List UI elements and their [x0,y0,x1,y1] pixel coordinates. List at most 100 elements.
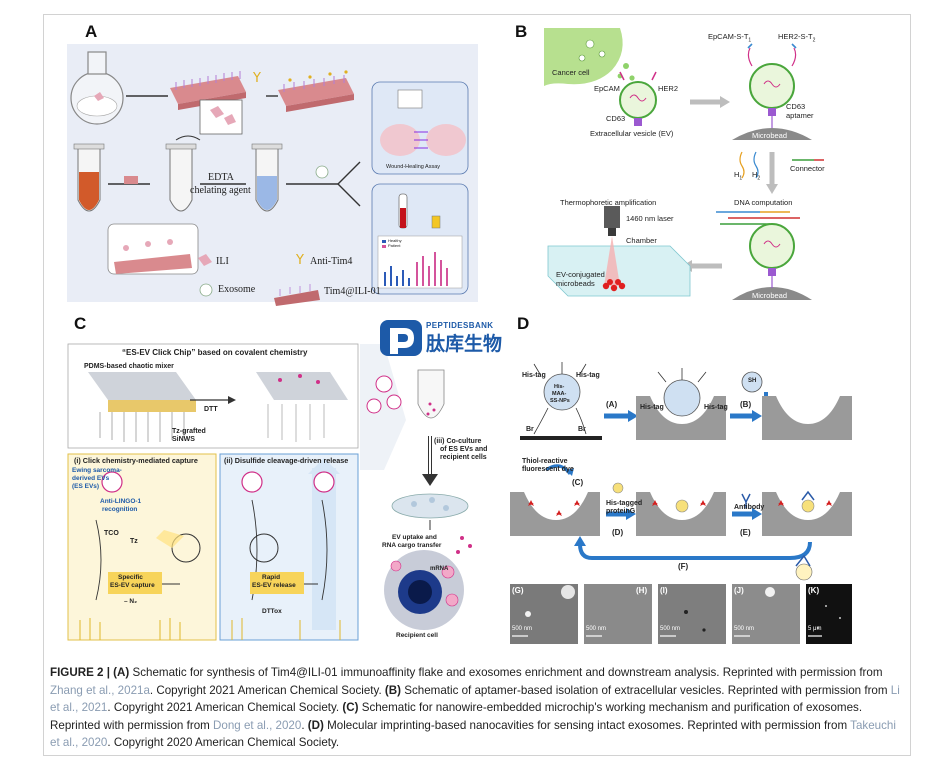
tz-label: Tz [130,538,138,545]
microbead-label-bottom: Microbead [752,291,788,300]
tz-sinws-label-1: Tz-grafted [172,428,206,435]
scale-j: 500 nm [734,626,755,632]
cd63-label: CD63 [606,114,626,123]
h2-label: H2 [752,170,761,182]
caption-a: (A) [113,666,130,679]
watermark-brand-en: PEPTIDESBANK [426,321,494,330]
caption-text-5: Schematic for nanowire-embedded microchi… [50,701,863,732]
step-b-label: (B) [740,400,752,409]
caption-c: (C) [342,701,359,714]
step-f-label: (F) [678,562,689,571]
edta-label: EDTA [208,172,234,183]
panel-b-letter: B [515,22,528,41]
caption-text-6: . [301,718,308,732]
dttox-label: DTTox [262,608,282,615]
his-maa-label-2: MAA- [552,391,567,397]
micrograph-k-label: (K) [808,586,820,595]
step-c-label: (C) [572,478,584,487]
n2-label: – N₂ [124,598,138,605]
svg-text:Y: Y [295,253,304,268]
caption-text-1: Schematic for synthesis of Tim4@ILI-01 i… [129,666,883,679]
pdms-label: PDMS-based chaotic mixer [84,363,174,370]
his-maa-label-3: SS-NPs [550,398,570,404]
disulfide-release-label: (ii) Disulfide cleavage-driven release [224,456,349,465]
caption-d: (D) [307,718,324,732]
dtt-label: DTT [204,406,218,413]
caption-text-2: . Copyright 2021 American Chemical Socie… [149,683,385,697]
ev-beads-label-2: microbeads [556,279,595,288]
antibody-label: Antibody [734,504,765,511]
wound-healing-label: Wound-Healing Assay [386,164,441,170]
his-maa-label-1: His- [554,384,565,390]
cancer-cell-label: Cancer cell [552,68,590,77]
scale-g: 500 nm [512,626,533,632]
caption-ref-li[interactable]: Li et al., 2021 [50,683,900,715]
his-tag-label-left: His-tag [522,372,546,379]
his-tag-label-mid-right: His-tag [704,404,728,411]
caption-ref-zhang[interactable]: Zhang et al., 2021a [50,683,150,697]
sh-label: SH [748,378,757,384]
cd63-aptamer-label-1: CD63 [786,102,806,111]
chamber-label: Chamber [626,236,657,245]
histagged-label-1: His-tagged [606,500,643,507]
ev-beads-label-1: EV-conjugated [556,270,605,279]
scale-i: 500 nm [660,626,681,632]
chip-title: “ES-EV Click Chip” based on covalent che… [122,348,308,357]
ewing-label-2: derived EVs [72,475,110,482]
caption-fig-label: FIGURE 2 | [50,666,110,679]
caption-b: (B) [384,683,402,697]
panel-c-letter: C [74,314,87,333]
scale-k: 5 μm [808,626,822,632]
panel-d-letter: D [517,314,530,333]
caption-text-8: . Copyright 2020 American Chemical Socie… [107,736,340,749]
uptake-label-1: EV uptake and [392,534,437,541]
br-label-right: Br [578,426,586,433]
br-label-left: Br [526,426,534,433]
panel-a-letter: A [85,22,98,41]
connector-label: Connector [790,164,825,173]
tz-sinws-label-2: SiNWS [172,436,195,443]
ev-label: Extracellular vesicle (EV) [590,129,674,138]
step-d-label: (D) [612,528,624,537]
microbead-label-top: Microbead [752,131,788,140]
anti-lingo-label-1: Anti-LINGO-1 [100,498,142,505]
watermark-brand-cn: 肽库生物 [426,333,503,355]
micrograph-j-label: (J) [734,586,744,595]
figure-caption: FIGURE 2 | (A) Schematic for synthesis o… [50,664,900,752]
coculture-label-3: recipient cells [440,454,487,461]
caption-text-3: Schematic of aptamer-based isolation of … [401,683,891,697]
rapid-label-2: ES-EV release [252,582,296,589]
caption-text-7: Molecular imprinting-based nanocavities … [323,718,851,732]
ili-label: ILI [216,256,229,267]
chelating-agent-label: chelating agent [190,185,251,196]
click-capture-label: (i) Click chemistry-mediated capture [74,456,198,465]
cd63-aptamer-label-2: aptamer [786,111,814,120]
laser-label: 1460 nm laser [626,214,674,223]
her2-label: HER2 [658,84,679,93]
anti-lingo-label-2: recognition [102,506,138,513]
ewing-label-3: (ES EVs) [72,483,100,490]
step-e-label: (E) [740,528,751,537]
scale-h: 500 nm [586,626,607,632]
rapid-label-1: Rapid [262,574,281,581]
caption-ref-takeuchi[interactable]: Takeuchi et al., 2020 [50,718,896,750]
micrograph-g-label: (G) [512,586,524,595]
specific-label-1: Specific [118,574,143,581]
his-tag-label-right: His-tag [576,372,600,379]
thermophoretic-label: Thermophoretic amplification [560,198,657,207]
histagged-label-2: proteinG [606,508,636,515]
exosome-label: Exosome [218,284,256,295]
legend-patient: Patient [388,243,401,248]
micrograph-i-label: (I) [660,586,668,595]
legend-healthy: Healthy [388,238,402,243]
thiol-label-1: Thiol-reactive [522,458,568,465]
caption-ref-dong[interactable]: Dong et al., 2020 [213,718,302,732]
recipient-cell-label: Recipient cell [396,632,438,639]
h1-label: H1 [734,170,743,182]
her2-s-t2-label: HER2-S-T2 [778,32,816,44]
uptake-label-2: RNA cargo transfer [382,542,442,549]
